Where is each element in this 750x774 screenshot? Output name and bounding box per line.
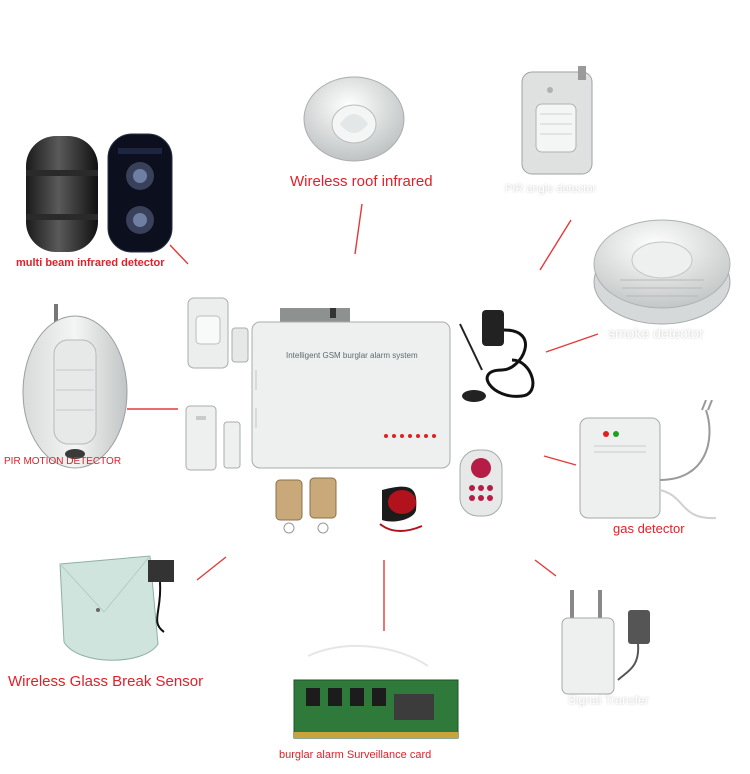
label-surveillance-card: burglar alarm Surveillance card [279, 749, 432, 761]
siren-image [379, 486, 423, 532]
connector-roof [354, 203, 363, 255]
label-pir-angle: PIR angle detector [505, 183, 597, 195]
pir-motion-image [22, 304, 128, 469]
roof-infrared-image [303, 76, 405, 162]
smoke-detector-image [593, 219, 731, 325]
connector-multibeam [169, 244, 189, 265]
label-glass-break: Wireless Glass Break Sensor [8, 673, 204, 690]
label-multibeam: multi beam infrared detector [16, 257, 165, 269]
connector-gas [543, 455, 577, 466]
multibeam-image [26, 133, 173, 253]
label-signal-transfer: Signal Transfer [568, 693, 649, 707]
keyfob-image [275, 477, 337, 534]
pir-angle-image [521, 66, 593, 175]
hub-label: Intelligent GSM burglar alarm system [286, 351, 418, 360]
surveillance-card-image [293, 645, 459, 739]
connector-smoke [545, 333, 599, 353]
gas-detector-image [579, 400, 717, 520]
label-smoke: smoke detector [608, 325, 704, 341]
door-sensor-image [185, 405, 241, 471]
adapter-cable-image [459, 310, 535, 402]
label-roof-infrared: Wireless roof infrared [290, 173, 433, 190]
glass-break-image [59, 555, 174, 661]
connector-pir-angle [539, 219, 572, 271]
connector-signal [534, 559, 557, 577]
small-pir-image [187, 297, 249, 369]
signal-transfer-image [561, 590, 650, 695]
label-pir-motion: PIR MOTION DETECTOR [4, 456, 122, 467]
remote-control-image [459, 449, 503, 517]
hub-panel-image [251, 308, 451, 469]
label-gas: gas detector [613, 521, 685, 536]
connector-glass [196, 556, 227, 581]
